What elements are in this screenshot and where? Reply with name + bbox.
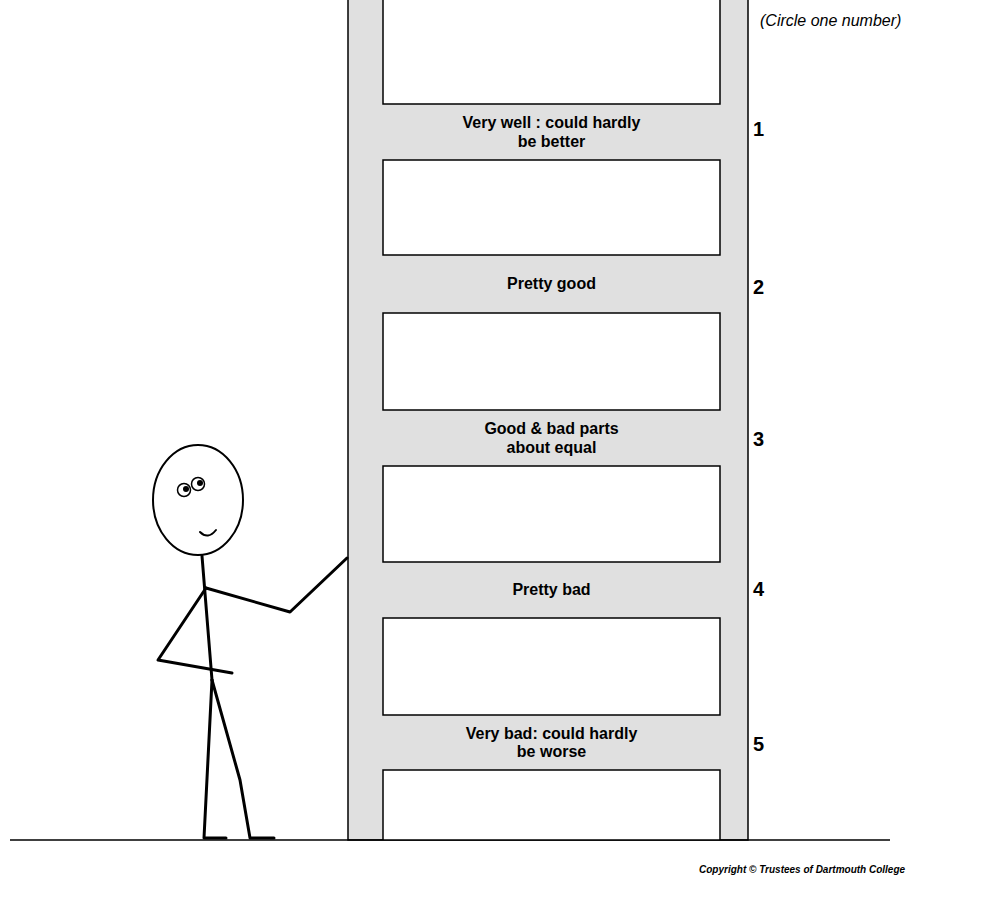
- rung-label: Pretty bad: [512, 581, 590, 599]
- ladder-gap: [383, 466, 720, 562]
- eyes: [178, 478, 205, 497]
- ladder-rung: Pretty good: [384, 256, 719, 313]
- ladder-rung: Good & bad parts about equal: [384, 411, 719, 466]
- scale-number: 3: [753, 428, 764, 451]
- ladder-gap: [383, 770, 720, 840]
- ladder-rung: Very well : could hardly be better: [384, 105, 719, 160]
- ground-line: [10, 839, 890, 841]
- scale-number: 4: [753, 578, 764, 601]
- instruction-note: (Circle one number): [760, 12, 901, 30]
- rung-label: Very well : could hardly be better: [457, 114, 647, 151]
- scale-number: 2: [753, 276, 764, 299]
- ladder-gap: [383, 618, 720, 715]
- rung-label: Pretty good: [507, 275, 596, 293]
- stick-figure: [153, 445, 347, 838]
- ladder-rung: Very bad: could hardly be worse: [384, 716, 719, 770]
- ladder-rung: Pretty bad: [384, 563, 719, 618]
- ladder-gap: [383, 313, 720, 410]
- copyright-note: Copyright © Trustees of Dartmouth Colleg…: [699, 864, 905, 875]
- ladder-gap: [383, 160, 720, 255]
- ladder-frame: [348, 0, 748, 840]
- ladder-gap: [383, 0, 720, 104]
- scale-number: 5: [753, 733, 764, 756]
- rung-label: Good & bad parts about equal: [477, 420, 627, 457]
- scale-number: 1: [753, 118, 764, 141]
- rung-label: Very bad: could hardly be worse: [464, 725, 639, 762]
